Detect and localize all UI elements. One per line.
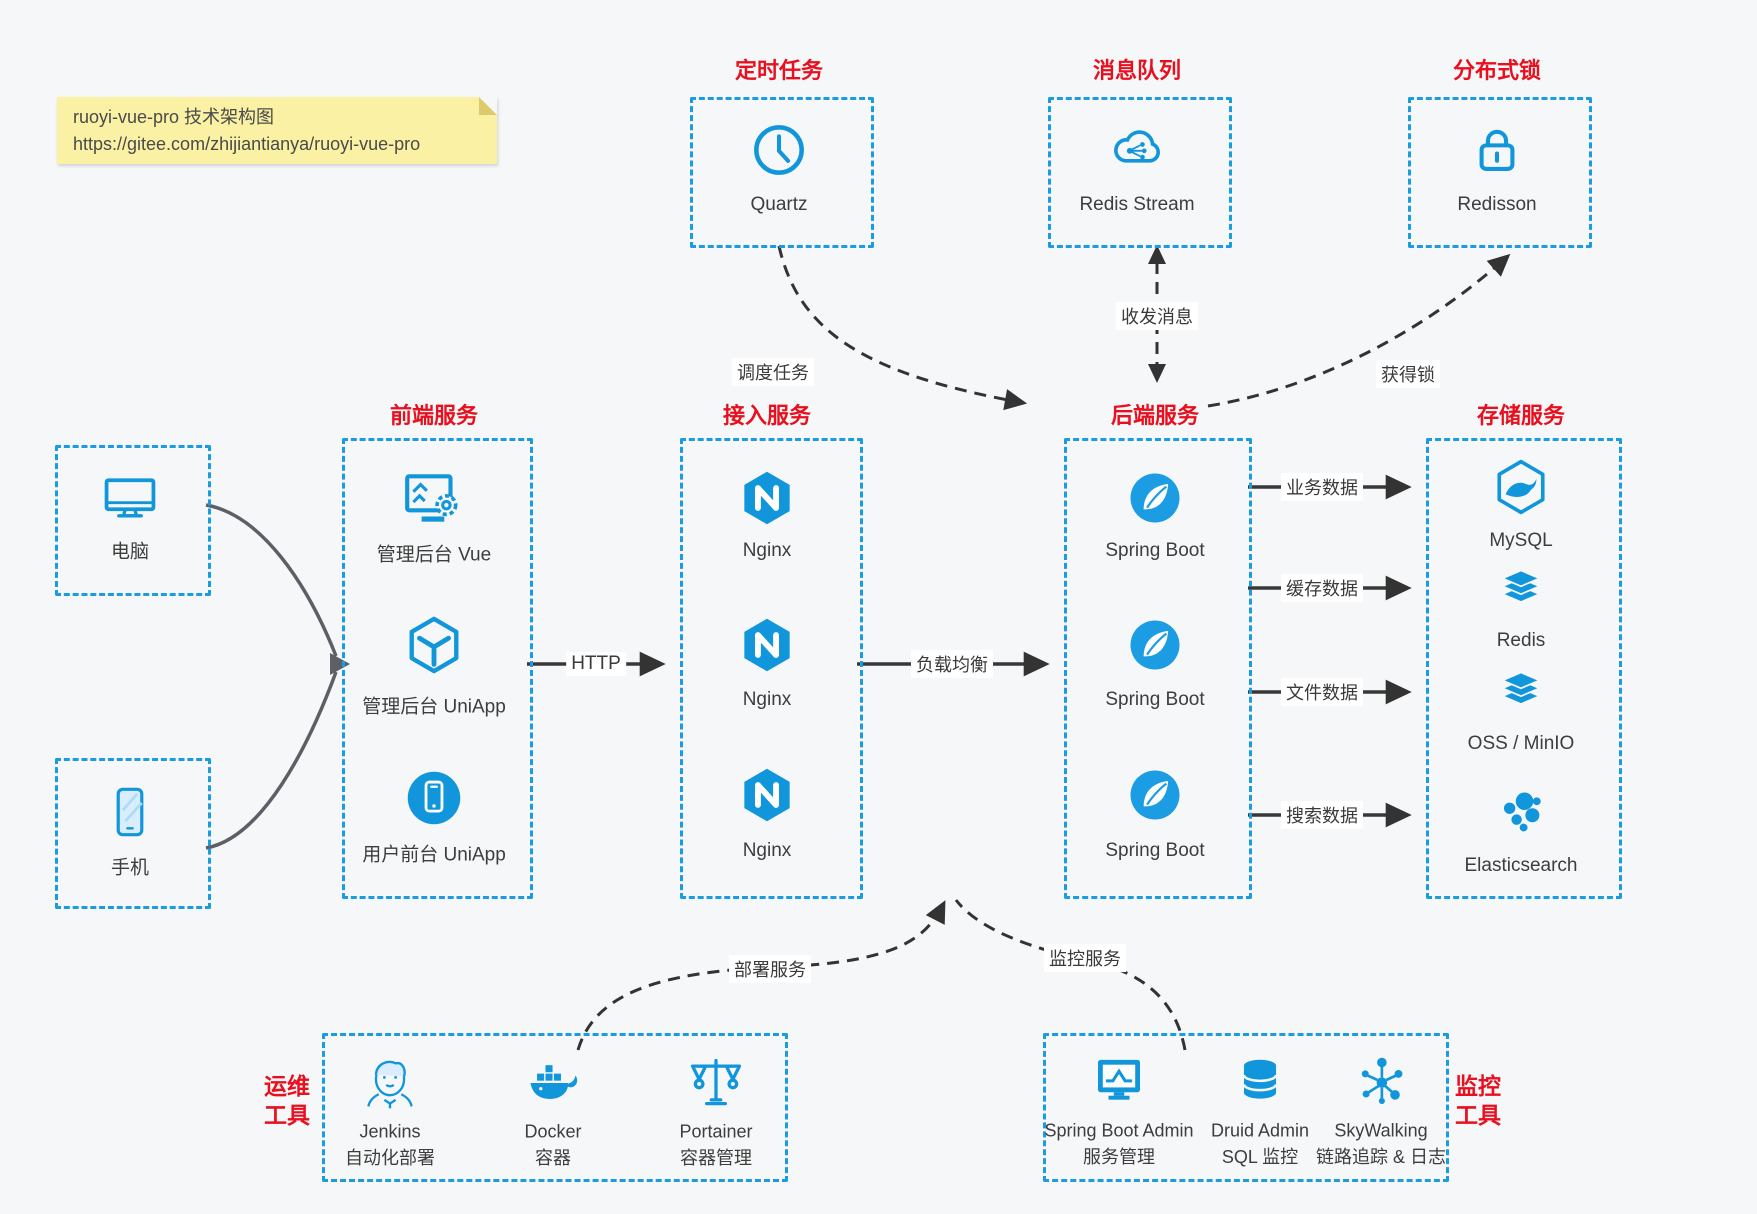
uniapp-cube-icon [403, 614, 465, 676]
lock-icon [1468, 120, 1526, 178]
quartz-label: Quartz [750, 194, 808, 215]
docker-label: Docker [524, 1121, 582, 1142]
edge-label-http: HTTP [566, 652, 626, 676]
title-scheduled-tasks: 定时任务 [734, 58, 824, 83]
clock-icon [750, 121, 808, 179]
redis-stream-label: Redis Stream [1079, 194, 1195, 215]
smartphone-icon [101, 783, 159, 841]
nginx-label: Nginx [742, 840, 792, 861]
edge-label-lock: 获得锁 [1376, 360, 1440, 388]
edge-label-business-data: 业务数据 [1281, 473, 1363, 501]
sba-desc: 服务管理 [1083, 1147, 1155, 1167]
note-url: https://gitee.com/zhijiantianya/ruoyi-vu… [73, 134, 421, 154]
redis-stream-box [1048, 97, 1232, 248]
spring-boot-admin-icon [1091, 1052, 1147, 1108]
storage-box [1426, 438, 1622, 899]
edge-label-load-balance: 负载均衡 [911, 650, 993, 678]
title-storage-services: 存储服务 [1476, 403, 1566, 428]
spring-boot-icon [1127, 617, 1183, 673]
title-distributed-lock: 分布式锁 [1452, 58, 1542, 83]
redisson-label: Redisson [1457, 194, 1537, 215]
spring-boot-icon [1127, 767, 1183, 823]
sba-label: Spring Boot Admin [1044, 1120, 1194, 1141]
pc-box [55, 445, 211, 596]
edge-monitor [954, 899, 1187, 1051]
phone-label: 手机 [110, 857, 150, 879]
title-gateway-services: 接入服务 [722, 403, 812, 428]
edge-acquire-lock [1207, 253, 1511, 408]
edge-phone-to-frontend [205, 671, 338, 850]
edge-label-file-data: 文件数据 [1281, 678, 1363, 706]
nginx-icon [738, 766, 796, 824]
skywalking-desc: 链路追踪 & 日志 [1315, 1147, 1447, 1167]
user-uniapp-label: 用户前台 UniApp [362, 844, 506, 866]
title-frontend-services: 前端服务 [389, 403, 479, 428]
spring-boot-label: Spring Boot [1105, 840, 1205, 861]
edge-schedule-task [777, 245, 1028, 411]
elasticsearch-label: Elasticsearch [1464, 855, 1578, 876]
oss-minio-label: OSS / MinIO [1467, 733, 1575, 754]
edge-label-deploy: 部署服务 [729, 955, 811, 983]
ops-tools-box [322, 1033, 788, 1182]
backend-box [1064, 438, 1252, 899]
title-message-queue: 消息队列 [1092, 58, 1182, 83]
nginx-icon [738, 616, 796, 674]
redisson-box [1408, 97, 1592, 248]
edge-pc-to-frontend [205, 503, 338, 657]
note-title: ruoyi-vue-pro 技术架构图 [73, 107, 275, 127]
skywalking-label: SkyWalking [1334, 1120, 1428, 1141]
admin-uniapp-label: 管理后台 UniApp [362, 696, 506, 718]
skywalking-icon [1353, 1052, 1409, 1108]
nginx-label: Nginx [742, 689, 792, 710]
edge-label-schedule: 调度任务 [732, 358, 814, 386]
elasticsearch-icon [1493, 782, 1549, 838]
cloud-message-icon [1105, 120, 1169, 178]
oss-minio-icon [1493, 662, 1549, 718]
monitoring-tools-box [1043, 1033, 1449, 1182]
pc-label: 电脑 [110, 541, 150, 563]
druid-desc: SQL 监控 [1221, 1147, 1299, 1167]
frontend-box [342, 438, 533, 899]
spring-boot-icon [1127, 470, 1183, 526]
redis-icon [1493, 560, 1549, 616]
portainer-label: Portainer [679, 1121, 753, 1142]
arrowhead-messages-down [1148, 364, 1166, 383]
portainer-desc: 容器管理 [680, 1148, 752, 1168]
admin-vue-icon [401, 467, 467, 533]
mysql-icon [1492, 458, 1550, 516]
spring-boot-label: Spring Boot [1105, 540, 1205, 561]
portainer-icon [686, 1053, 746, 1113]
jenkins-icon [360, 1053, 420, 1113]
edge-label-messages: 收发消息 [1116, 302, 1198, 330]
mysql-label: MySQL [1489, 530, 1553, 551]
docker-icon [523, 1053, 583, 1113]
desktop-icon [100, 468, 160, 528]
sticky-note: ruoyi-vue-pro 技术架构图 https://gitee.com/zh… [57, 97, 497, 164]
nginx-icon [738, 469, 796, 527]
edge-label-cache-data: 缓存数据 [1281, 574, 1363, 602]
admin-vue-label: 管理后台 Vue [376, 544, 492, 566]
phone-box [55, 758, 211, 909]
edge-label-search-data: 搜索数据 [1281, 801, 1363, 829]
mobile-app-icon [404, 768, 464, 828]
docker-desc: 容器 [535, 1148, 571, 1168]
jenkins-label: Jenkins [359, 1121, 421, 1142]
edge-label-monitor: 监控服务 [1044, 944, 1126, 972]
gateway-box [680, 438, 863, 899]
redis-label: Redis [1496, 630, 1546, 651]
nginx-label: Nginx [742, 540, 792, 561]
monitoring-tools-tag: 监控 工具 [1455, 1073, 1501, 1128]
druid-label: Druid Admin [1210, 1120, 1310, 1141]
title-backend-services: 后端服务 [1110, 403, 1200, 428]
ops-tools-tag: 运维 工具 [264, 1073, 310, 1128]
spring-boot-label: Spring Boot [1105, 689, 1205, 710]
quartz-box [690, 97, 874, 248]
jenkins-desc: 自动化部署 [345, 1148, 435, 1168]
druid-icon [1233, 1053, 1287, 1107]
